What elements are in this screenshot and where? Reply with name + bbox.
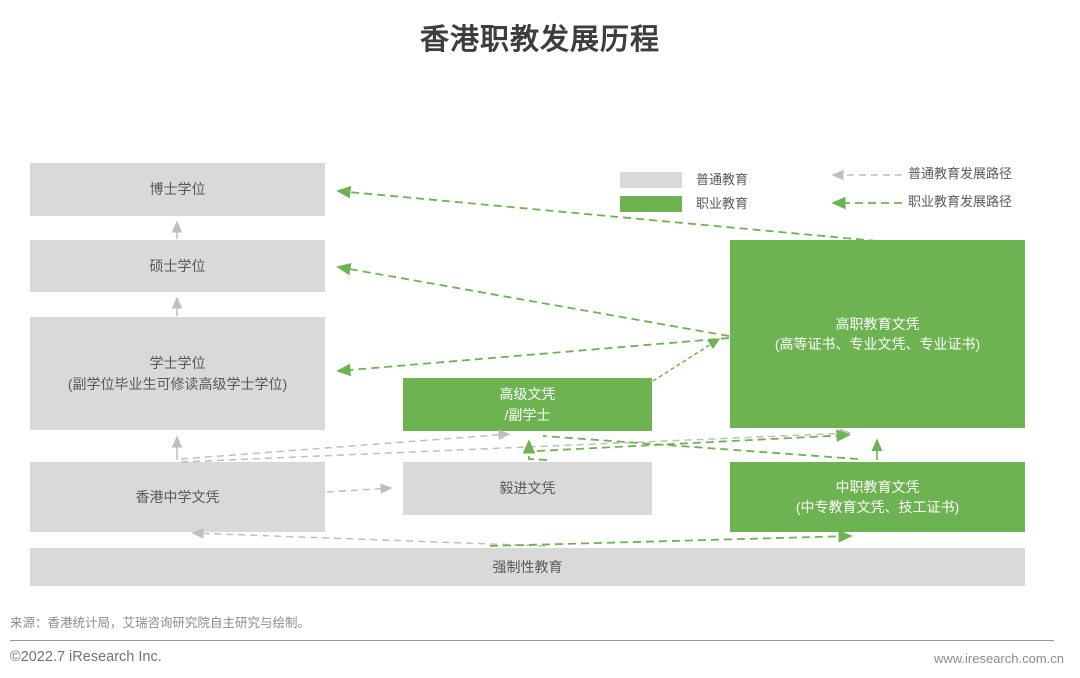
arrow-compulsory-to-hkdse: [191, 528, 546, 547]
box-secondary-vocational-diploma: 中职教育文凭 (中专教育文凭、技工证书): [730, 462, 1025, 532]
arrow-higher-voc-to-doctor: [336, 185, 878, 242]
arrow-hkdse-to-yijin: [326, 483, 393, 494]
box-hkdse-diploma-label: 香港中学文凭: [135, 488, 220, 505]
line-mid-voc-to-higher-diploma: [542, 435, 859, 460]
box-compulsory-education: 强制性教育: [30, 548, 1025, 586]
website-url: www.iresearch.com.cn: [933, 651, 1064, 666]
box-compulsory-education-label: 强制性教育: [492, 558, 563, 575]
arrow-higher-diploma-to-higher-voc: [652, 338, 721, 382]
arrow-compulsory-to-mid-voc: [489, 530, 853, 547]
box-higher-diploma-line1: 高级文凭: [499, 386, 556, 403]
box-yijin-diploma: 毅进文凭: [403, 462, 652, 515]
box-higher-diploma-line2: /副学士: [504, 406, 551, 423]
box-higher-diploma-associate: 高级文凭 /副学士: [403, 378, 652, 431]
box-master-degree-label: 硕士学位: [149, 257, 206, 274]
box-master-degree: 硕士学位: [30, 240, 325, 292]
box-bachelor-degree: 学士学位 (副学位毕业生可修读高级学士学位): [30, 317, 325, 430]
legend-vocational-path-label: 职业教育发展路径: [908, 194, 1013, 209]
legend-vocational-swatch: [620, 196, 682, 212]
box-yijin-diploma-label: 毅进文凭: [499, 480, 556, 497]
legend-general-path-label: 普通教育发展路径: [908, 166, 1013, 181]
box-secondary-vocational-line2: (中专教育文凭、技工证书): [795, 499, 960, 515]
arrow-hkdse-to-higher-vocational: [180, 428, 852, 463]
box-bachelor-degree-line2: (副学位毕业生可修读高级学士学位): [67, 375, 288, 392]
box-secondary-vocational-line1: 中职教育文凭: [835, 478, 920, 495]
legend-vocational-label: 职业教育: [696, 196, 749, 211]
copyright-text: ©2022.7 iResearch Inc.: [10, 649, 162, 665]
arrow-midlevel-to-higher-voc: [536, 429, 851, 452]
arrow-hkdse-to-higher-diploma: [180, 429, 511, 460]
source-note: 来源：香港统计局，艾瑞咨询研究院自主研究与绘制。: [10, 616, 311, 630]
legend-general-swatch: [620, 172, 682, 188]
legend-general-label: 普通教育: [696, 172, 749, 187]
arrow-higher-voc-to-bachelor: [336, 337, 730, 377]
box-bachelor-degree-line1: 学士学位: [149, 355, 206, 372]
box-higher-vocational-line1: 高职教育文凭: [835, 315, 920, 332]
arrow-yijin-to-higher-diploma: [522, 439, 548, 461]
box-doctoral-degree: 博士学位: [30, 163, 325, 216]
box-hkdse-diploma: 香港中学文凭: [30, 462, 325, 532]
box-higher-vocational-diploma: 高职教育文凭 (高等证书、专业文凭、专业证书): [730, 240, 1025, 428]
box-higher-vocational-line2: (高等证书、专业文凭、专业证书): [774, 336, 981, 352]
arrow-higher-voc-to-master: [336, 262, 730, 337]
footer-divider: [10, 640, 1054, 641]
page-title: 香港职教发展历程: [419, 24, 660, 56]
box-doctoral-degree-label: 博士学位: [149, 181, 206, 198]
